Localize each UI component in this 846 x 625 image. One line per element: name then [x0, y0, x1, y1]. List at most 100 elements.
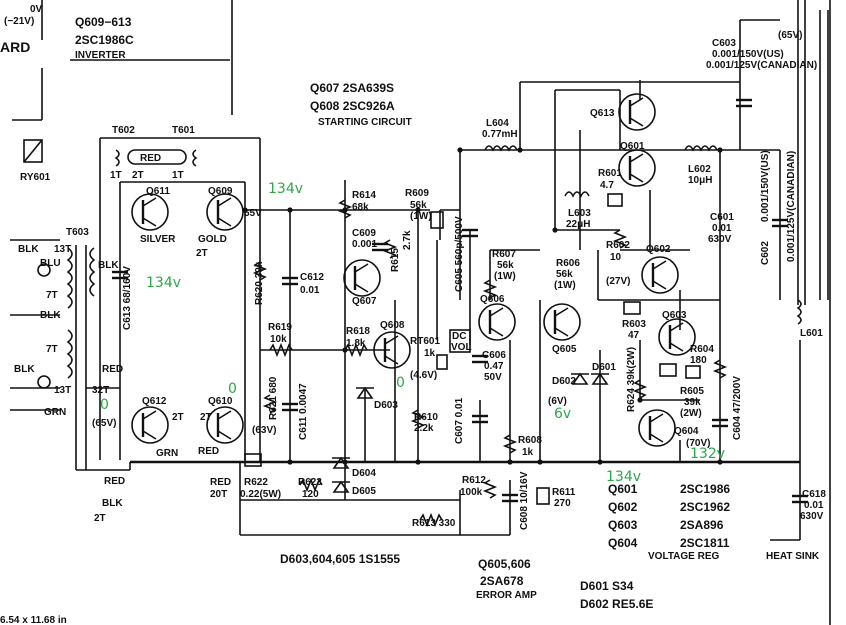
label-inverter: INVERTER	[75, 50, 126, 61]
label-q605-606: Q605,606	[478, 557, 531, 571]
label-blk-b: BLK	[40, 310, 61, 321]
label-r624: R624 39k(2W)	[626, 347, 637, 412]
junctions	[242, 147, 723, 465]
label-red-bottom: RED	[104, 476, 125, 487]
label-c604: C604 47/200V	[732, 376, 743, 440]
label-q607-line: Q607 2SA639S	[310, 81, 394, 95]
label-6v: (6V)	[548, 396, 567, 407]
label-l602: L602	[688, 164, 711, 175]
label-d604: D604	[352, 468, 376, 479]
label-r615: R615	[390, 248, 401, 272]
label-d602-line: D602 RE5.6E	[580, 597, 653, 611]
label-silver: SILVER	[140, 234, 176, 245]
label-c602-val2: 0.001/125V(CANADIAN)	[786, 151, 797, 262]
label-l602-val: 10μH	[688, 175, 712, 186]
label-r601-val: 4.7	[600, 180, 614, 191]
label-2t-a: 2T	[132, 170, 144, 181]
annotation-0-q610: 0	[228, 381, 237, 397]
label-2t-q609: 2T	[196, 248, 208, 259]
label-c609-val: 0.001	[352, 239, 377, 250]
label-q603: Q603	[662, 310, 687, 321]
label-page-size: 6.54 x 11.68 in	[0, 615, 67, 625]
annotation-132v: 132v	[690, 446, 725, 462]
label-32t: 32T	[92, 385, 109, 396]
label-2t-q610: 2T	[200, 412, 212, 423]
label-c609: C609	[352, 228, 376, 239]
label-v0: 0V	[30, 4, 43, 15]
label-r607: R607	[492, 249, 516, 260]
wiring	[10, 0, 831, 625]
label-gold: GOLD	[198, 234, 227, 245]
label-4-6v: (4.6V)	[410, 370, 437, 381]
label-r611: R611	[552, 487, 576, 498]
label-c618: C618	[802, 489, 826, 500]
label-d601-line: D601 S34	[580, 579, 634, 593]
transistor-q613	[618, 93, 656, 131]
transistor-q607	[343, 259, 381, 297]
label-d601: D601	[592, 362, 616, 373]
label-voltage-reg: VOLTAGE REG	[648, 551, 720, 562]
label-r609: R609	[405, 188, 429, 199]
label-c618-val: 0.01	[804, 500, 824, 511]
label-r607-val: 56k	[497, 260, 514, 271]
transistor-q611	[131, 193, 169, 231]
label-d603-605: D603,604,605 1S1555	[280, 552, 400, 566]
label-d602: D602	[552, 376, 576, 387]
label-13t-a: 13T	[54, 244, 71, 255]
label-r614: R614	[352, 190, 376, 201]
label-65v-q612: (65V)	[92, 418, 116, 429]
label-r613: R613 330	[412, 518, 456, 529]
label-c602: C602	[760, 241, 771, 265]
label-r601: R601	[598, 168, 622, 179]
label-r604: R604	[690, 344, 714, 355]
label-vr-p603: 2SA896	[680, 518, 724, 532]
label-r609-val: 56k	[410, 200, 427, 211]
label-blk-a: BLK	[18, 244, 39, 255]
label-vr-q603: Q603	[608, 518, 638, 532]
inductor-l601	[796, 299, 802, 325]
transformer-t603	[37, 247, 96, 389]
label-t601: T601	[172, 125, 195, 136]
label-l601: L601	[800, 328, 823, 339]
annotation-134v-left: 134v	[146, 275, 181, 291]
label-q602: Q602	[646, 244, 671, 255]
label-r603: R603	[622, 319, 646, 330]
label-65v-top: (65V)	[778, 30, 802, 41]
label-red-mid: RED	[102, 364, 123, 375]
label-c618-v: 630V	[800, 511, 824, 522]
label-blk-side: BLK	[98, 260, 119, 271]
label-7t-b: 7T	[46, 344, 58, 355]
label-q612: Q612	[142, 396, 167, 407]
label-grn-q612: GRN	[156, 448, 178, 459]
label-r623: R623	[298, 477, 322, 488]
label-r608: R608	[518, 435, 542, 446]
label-vr-p601: 2SC1986	[680, 482, 730, 496]
label-q613: Q613	[590, 108, 615, 119]
label-blu: BLU	[40, 258, 61, 269]
label-red-top: RED	[140, 153, 161, 164]
label-r618-val: 1.8k	[346, 338, 366, 349]
label-r602-val: 10	[610, 252, 622, 263]
label-r610: R610	[414, 412, 438, 423]
label-13t-b: 13T	[54, 385, 71, 396]
label-c603: C603	[712, 38, 736, 49]
power-resistor-boxes	[244, 193, 701, 505]
inductor-l602	[684, 145, 718, 152]
label-r611-val: 270	[554, 498, 571, 509]
label-l603-val: 22μH	[566, 219, 590, 230]
label-63v: (63V)	[252, 425, 276, 436]
label-r605: R605	[680, 386, 704, 397]
label-c603-v1: 0.001/150V(US)	[712, 49, 784, 60]
label-r614-val: 68k	[352, 202, 369, 213]
label-c608: C608 10/16V	[519, 471, 530, 530]
label-red-20t: RED	[210, 477, 231, 488]
label-rt601: RT601	[410, 336, 440, 347]
label-r612: R612	[462, 475, 486, 486]
label-7t-a: 7T	[46, 290, 58, 301]
annotation-0-q608: 0	[396, 375, 405, 391]
transistor-q602	[641, 256, 679, 294]
annotation-134v-bottom: 134v	[606, 469, 641, 485]
label-c607: C607 0.01	[454, 397, 465, 444]
annotation-0-q612: 0	[100, 397, 109, 413]
transistor-q605	[543, 303, 581, 341]
